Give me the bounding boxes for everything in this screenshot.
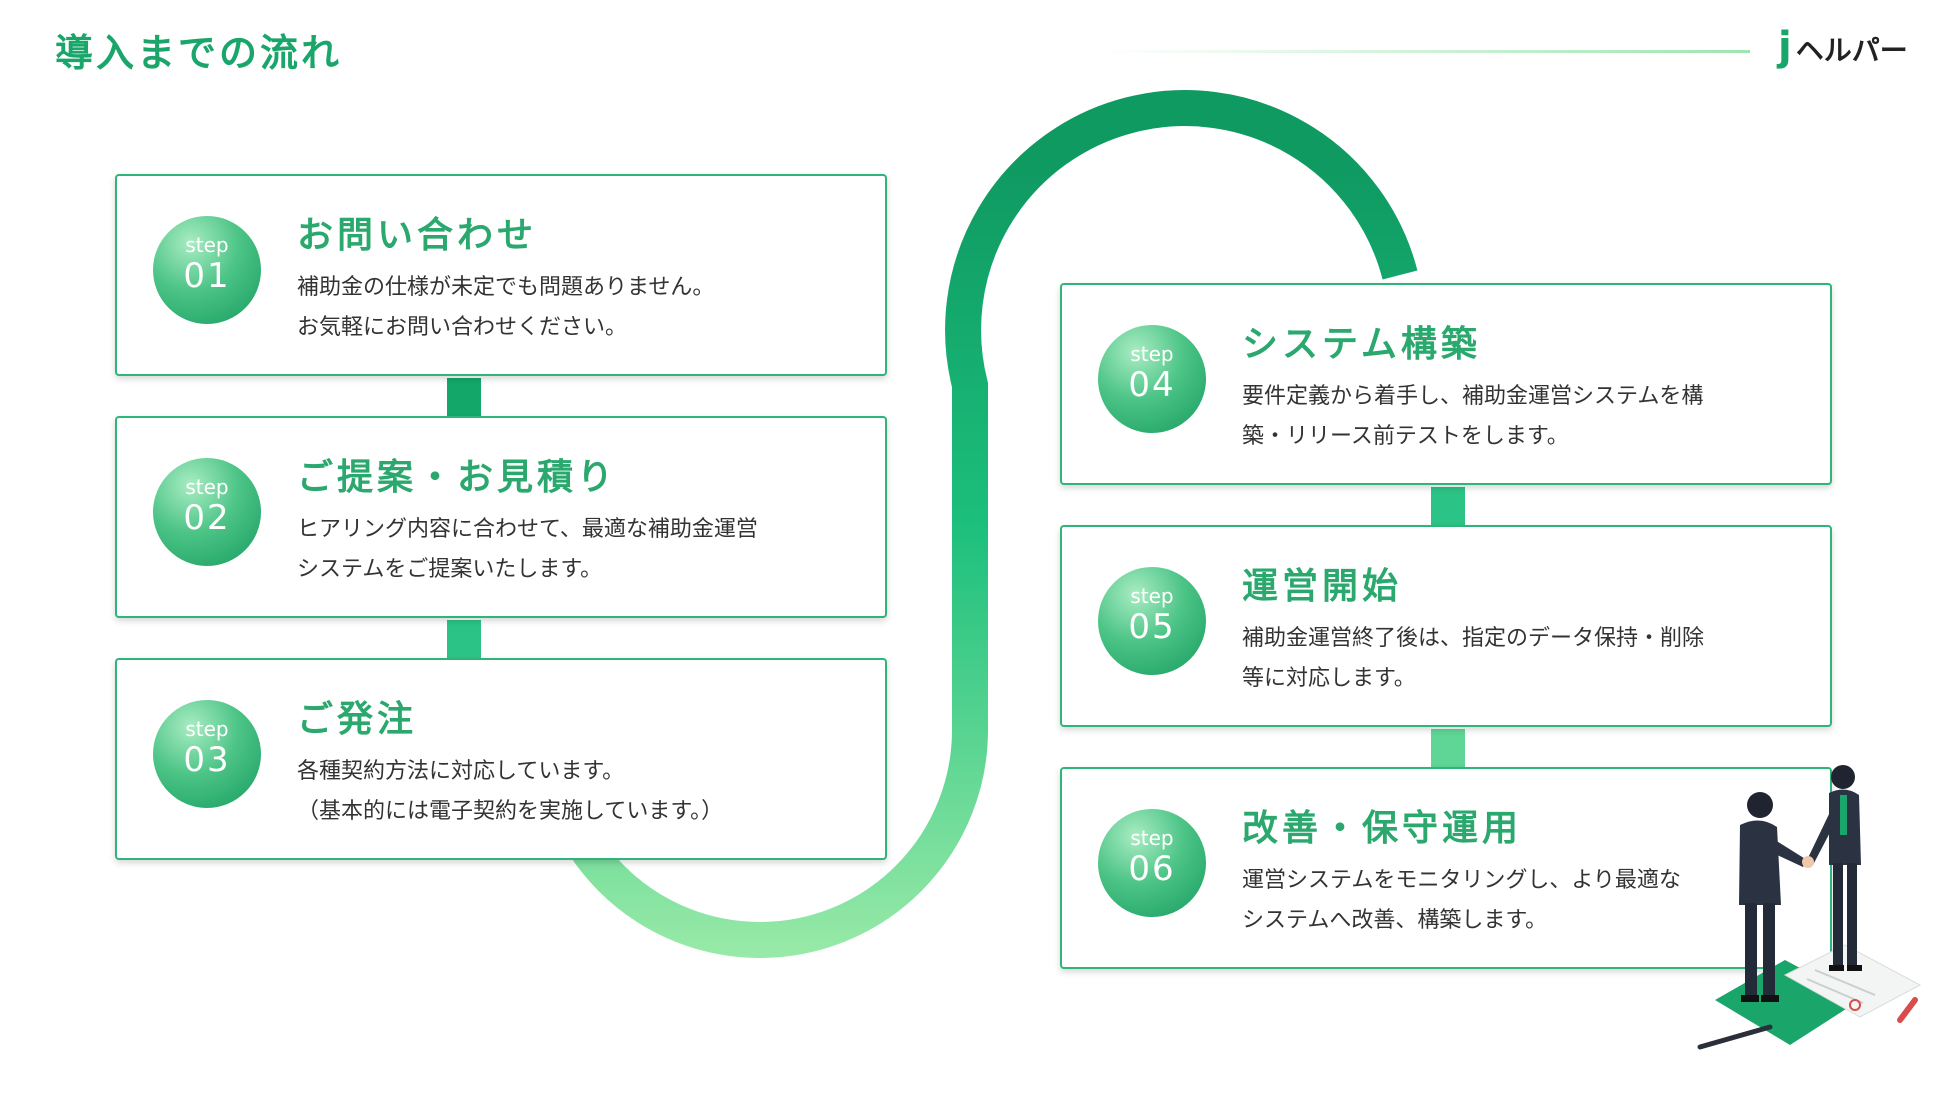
handshake-illustration xyxy=(1695,755,1925,1055)
step-title: お問い合わせ xyxy=(297,206,537,258)
step-description: 要件定義から着手し、補助金運営システムを構 築・リリース前テストをします。 xyxy=(1242,377,1802,457)
step-card-04: step 04 システム構築 要件定義から着手し、補助金運営システムを構 築・リ… xyxy=(1060,283,1832,485)
description-line: システムをご提案いたします。 xyxy=(297,550,857,590)
step-number: 05 xyxy=(1098,607,1206,647)
description-line: 築・リリース前テストをします。 xyxy=(1242,417,1802,457)
step-label: step xyxy=(1098,585,1206,607)
description-line: 各種契約方法に対応しています。 xyxy=(297,752,857,792)
step-description: ヒアリング内容に合わせて、最適な補助金運営 システムをご提案いたします。 xyxy=(297,510,857,590)
step-label: step xyxy=(1098,343,1206,365)
step-description: 補助金の仕様が未定でも問題ありません。 お気軽にお問い合わせください。 xyxy=(297,268,857,348)
step-number: 06 xyxy=(1098,849,1206,889)
description-line: お気軽にお問い合わせください。 xyxy=(297,308,857,348)
step-title: システム構築 xyxy=(1242,315,1481,367)
description-line: （基本的には電子契約を実施しています。） xyxy=(297,792,857,832)
step-title: 改善・保守運用 xyxy=(1242,799,1522,851)
connector-02-03 xyxy=(447,620,481,658)
step-label: step xyxy=(1098,827,1206,849)
step-badge: step 01 xyxy=(153,216,261,324)
connector-04-05 xyxy=(1431,487,1465,525)
step-card-02: step 02 ご提案・お見積り ヒアリング内容に合わせて、最適な補助金運営 シ… xyxy=(115,416,887,618)
step-badge: step 02 xyxy=(153,458,261,566)
description-line: 補助金運営終了後は、指定のデータ保持・削除 xyxy=(1242,619,1802,659)
step-label: step xyxy=(153,476,261,498)
step-label: step xyxy=(153,234,261,256)
description-line: 等に対応します。 xyxy=(1242,659,1802,699)
step-title: 運営開始 xyxy=(1242,557,1402,609)
step-badge: step 05 xyxy=(1098,567,1206,675)
step-number: 02 xyxy=(153,498,261,538)
step-label: step xyxy=(153,718,261,740)
step-number: 03 xyxy=(153,740,261,780)
step-title: ご提案・お見積り xyxy=(297,448,617,500)
step-badge: step 03 xyxy=(153,700,261,808)
step-number: 04 xyxy=(1098,365,1206,405)
connector-01-02 xyxy=(447,378,481,416)
step-card-03: step 03 ご発注 各種契約方法に対応しています。 （基本的には電子契約を実… xyxy=(115,658,887,860)
step-number: 01 xyxy=(153,256,261,296)
description-line: ヒアリング内容に合わせて、最適な補助金運営 xyxy=(297,510,857,550)
step-title: ご発注 xyxy=(297,690,417,742)
step-card-01: step 01 お問い合わせ 補助金の仕様が未定でも問題ありません。 お気軽にお… xyxy=(115,174,887,376)
description-line: 要件定義から着手し、補助金運営システムを構 xyxy=(1242,377,1802,417)
step-description: 各種契約方法に対応しています。 （基本的には電子契約を実施しています。） xyxy=(297,752,857,832)
step-badge: step 04 xyxy=(1098,325,1206,433)
description-line: 補助金の仕様が未定でも問題ありません。 xyxy=(297,268,857,308)
step-description: 補助金運営終了後は、指定のデータ保持・削除 等に対応します。 xyxy=(1242,619,1802,699)
step-badge: step 06 xyxy=(1098,809,1206,917)
step-card-05: step 05 運営開始 補助金運営終了後は、指定のデータ保持・削除 等に対応し… xyxy=(1060,525,1832,727)
connector-05-06 xyxy=(1431,729,1465,767)
